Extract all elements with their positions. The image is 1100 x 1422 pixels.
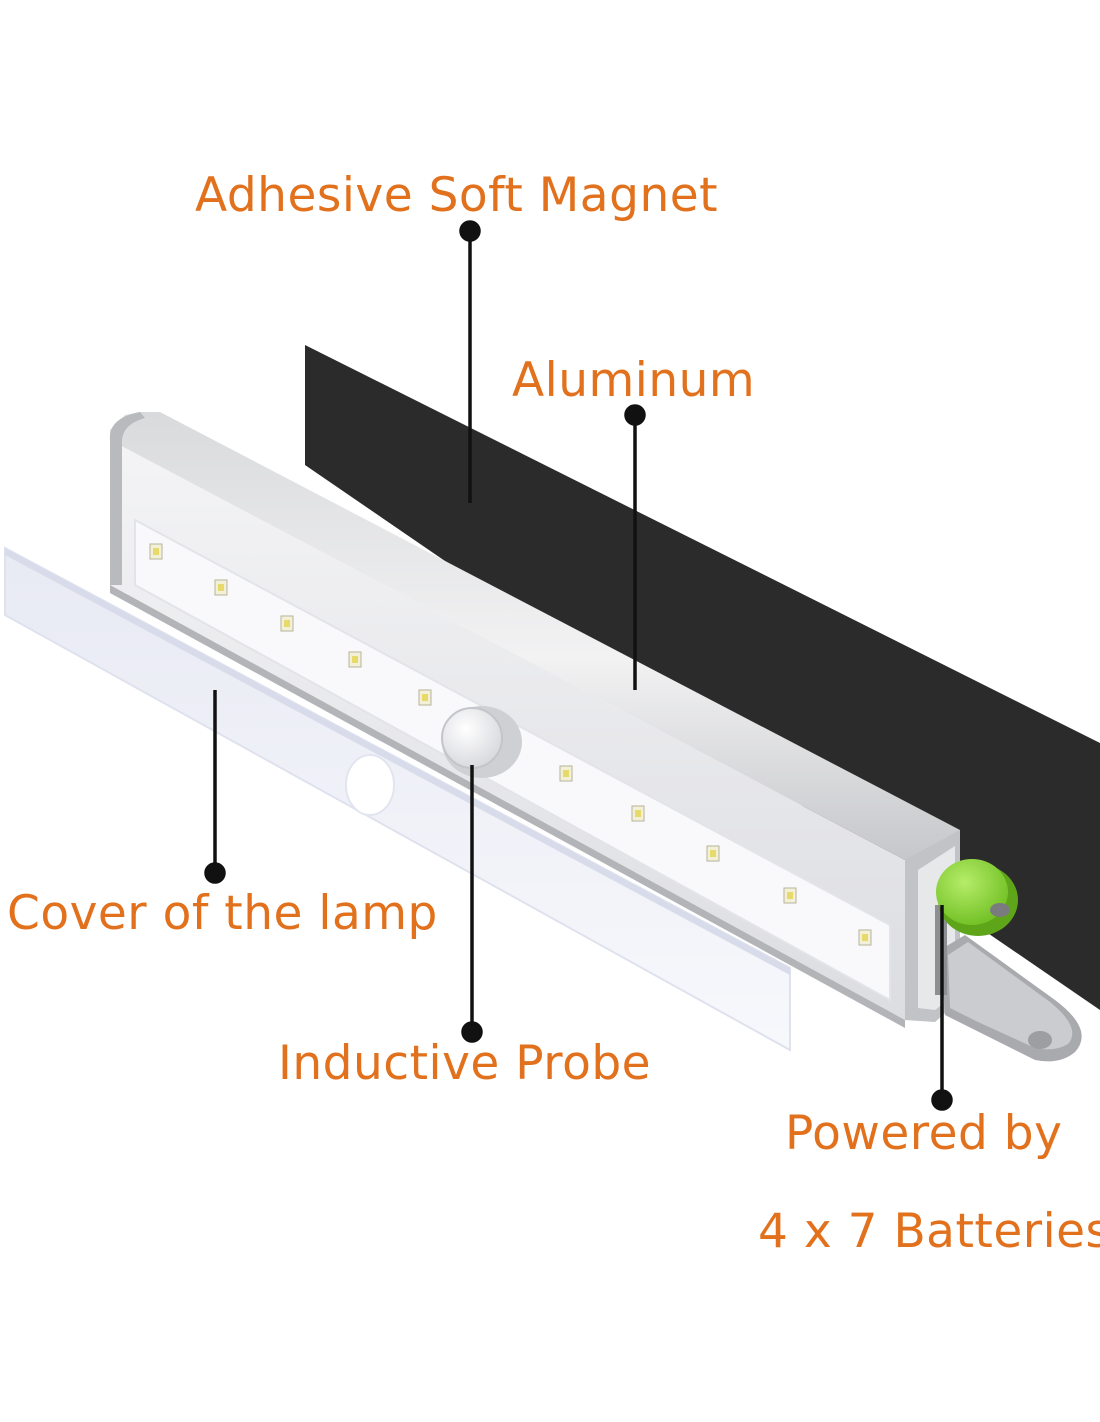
leader-magnet-dot [459,220,481,242]
lamp-cover [4,546,791,1052]
label-cover-of-the-lamp: Cover of the lamp [7,886,438,941]
led-chip-icon [348,651,362,668]
leader-probe-dot [461,1021,483,1043]
label-inductive-probe: Inductive Probe [278,1036,652,1091]
leader-aluminum-dot [624,404,646,426]
led-chip-icon [631,805,645,822]
led-chip-icon [418,689,432,706]
label-batteries: 4 x 7 Batteries [758,1204,1100,1259]
led-chip-icon [280,615,294,632]
label-aluminum: Aluminum [512,353,756,408]
led-chip-icon [559,765,573,782]
led-chips [149,543,872,946]
leader-power-dot [931,1089,953,1111]
led-chip-icon [706,845,720,862]
led-chip-icon [149,543,163,560]
label-powered-by: Powered by [785,1106,1063,1161]
led-chip-icon [783,887,797,904]
label-adhesive-soft-magnet: Adhesive Soft Magnet [195,168,719,223]
leader-cover-dot [204,862,226,884]
pir-sensor-icon [441,706,522,778]
power-switch-icon [935,859,1082,1062]
leader-lines [204,220,953,1111]
led-chip-icon [858,929,872,946]
led-chip-icon [214,579,228,596]
